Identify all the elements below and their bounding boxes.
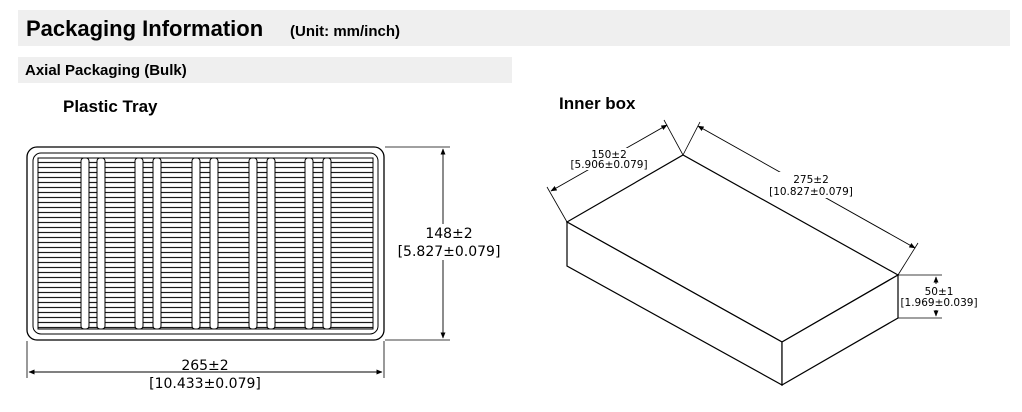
box-width-dimension xyxy=(546,119,684,223)
tray-separator-bar xyxy=(134,157,144,330)
tray-width-dimension xyxy=(26,341,385,378)
tray-separator-bar xyxy=(248,157,258,330)
section-title: Axial Packaging (Bulk) xyxy=(25,62,187,79)
tray-height-dimension xyxy=(385,146,502,341)
tray-separator-bar xyxy=(209,157,219,330)
box-height-dimension xyxy=(898,274,977,319)
box-width-label: 150±2 xyxy=(591,149,627,161)
tray-separator-bar xyxy=(96,157,106,330)
tray-height-label-inch: [5.827±0.079] xyxy=(398,244,501,260)
tray-separator-bar xyxy=(80,157,90,330)
box-length-dimension xyxy=(682,121,919,276)
box-height-label: 50±1 xyxy=(925,286,954,298)
tray-separator-bar xyxy=(304,157,314,330)
tray-width-label-inch: [10.433±0.079] xyxy=(149,376,261,392)
page-title: Packaging Information xyxy=(26,16,264,41)
box-heading: Inner box xyxy=(559,94,636,113)
tray-separator-bar xyxy=(191,157,201,330)
title-bar: Packaging Information (Unit: mm/inch) xyxy=(18,10,1010,46)
box-width-label-inch: [5.906±0.079] xyxy=(570,159,647,171)
box-height-label-inch: [1.969±0.039] xyxy=(900,297,977,309)
section-bar: Axial Packaging (Bulk) xyxy=(18,57,512,83)
tray-separator-bar xyxy=(266,157,276,330)
tray-height-label: 148±2 xyxy=(425,226,472,242)
box-length-label: 275±2 xyxy=(793,174,829,186)
box-length-label-inch: [10.827±0.079] xyxy=(769,186,853,198)
tray-heading: Plastic Tray xyxy=(63,97,158,116)
tray-separator-bars xyxy=(80,157,332,330)
tray-separator-bar xyxy=(322,157,332,330)
tray-separator-bar xyxy=(152,157,162,330)
tray-width-label: 265±2 xyxy=(181,358,228,374)
tray-outline xyxy=(26,146,385,341)
unit-note: (Unit: mm/inch) xyxy=(290,23,400,40)
